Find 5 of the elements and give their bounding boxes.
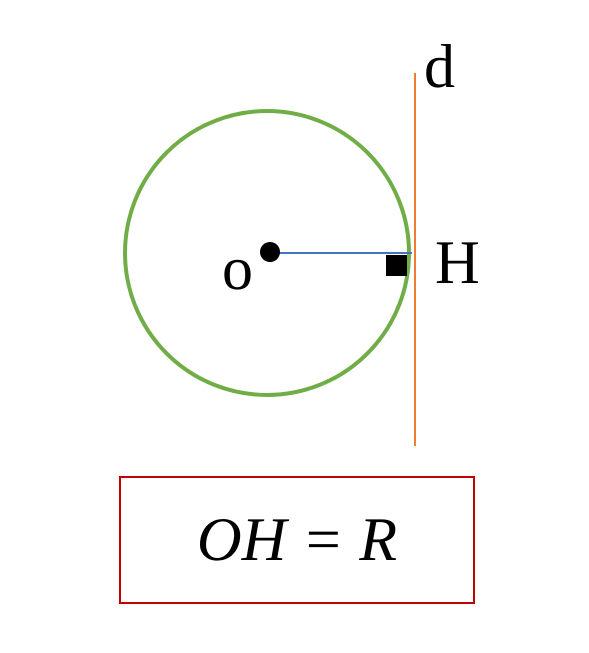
formula-box xyxy=(119,476,475,604)
point-label: H xyxy=(435,232,480,294)
line-label: d xyxy=(424,36,455,98)
formula: OH = R xyxy=(196,509,398,571)
point-label: o xyxy=(222,238,253,300)
